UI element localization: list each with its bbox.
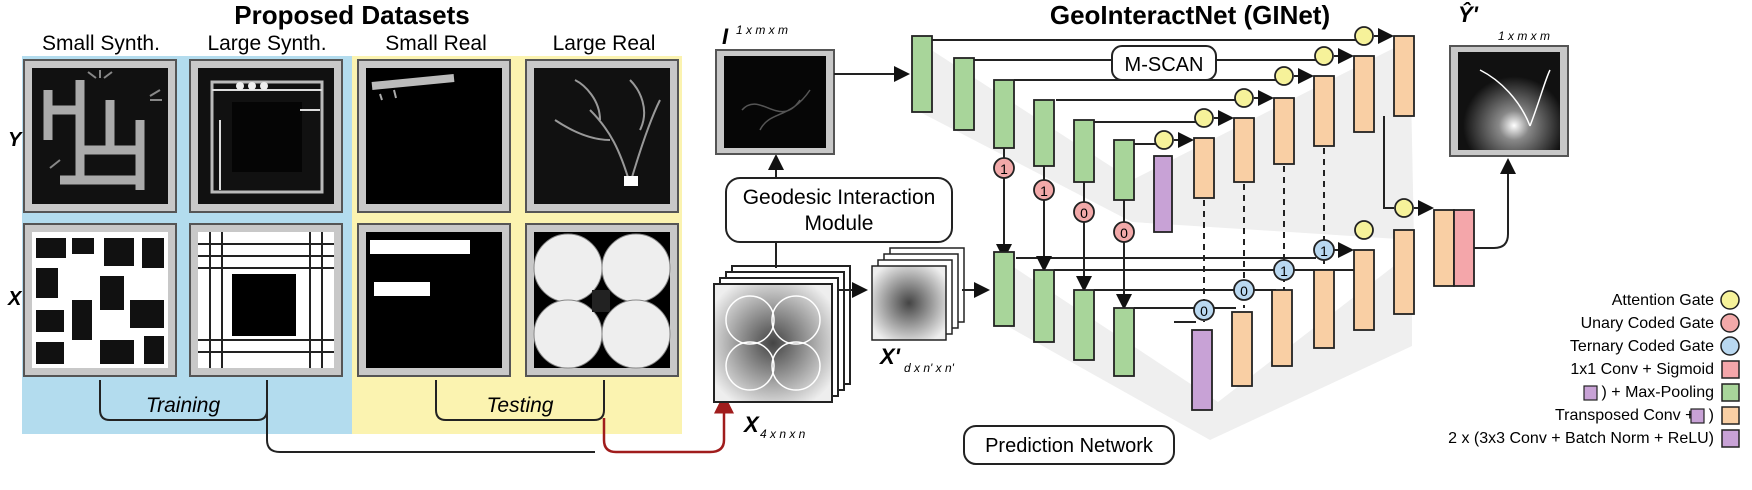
unary-coded-gate	[1073, 201, 1095, 223]
upper-decoder-blocks	[1193, 35, 1415, 199]
red-arrow	[602, 393, 734, 454]
ginet-title: GeoInteractNet (GINet)	[1050, 0, 1330, 30]
final-transposed-conv	[1433, 209, 1455, 287]
to-output-arrow	[1474, 158, 1516, 249]
mscan-box	[1111, 45, 1217, 81]
ternary-coded-gate	[1233, 279, 1255, 301]
gate-code: 0	[1080, 205, 1088, 221]
interaction-i-dims: 1 x m x m	[736, 23, 788, 37]
upper-skip-lines	[932, 39, 1356, 145]
gate-code: 1	[1320, 243, 1328, 259]
legend-label: Transposed Conv + ( )	[1555, 407, 1714, 424]
training-label: Training	[146, 394, 221, 417]
thumb-y-small-synth	[23, 59, 177, 213]
lower-network-shade	[1000, 252, 1412, 440]
ternary-coded-gate	[1193, 299, 1215, 321]
thumb-x-small-real	[357, 223, 511, 377]
to-input-line	[266, 410, 595, 453]
testing-label: Testing	[487, 394, 554, 417]
dataset-col-label: Small Real	[385, 32, 487, 55]
input-x-dims: 4 x n x n	[760, 427, 806, 441]
legend-inline-purple-swatch	[1690, 408, 1705, 424]
legend-inline-purple-swatch	[1583, 385, 1598, 401]
prediction-network-box	[963, 425, 1175, 465]
left-band-edge	[0, 56, 22, 434]
thumb-y-large-synth	[189, 59, 343, 213]
gate-code: 1	[1000, 161, 1008, 177]
lower-encoder-blocks	[993, 251, 1135, 377]
thumb-x-small-synth	[23, 223, 177, 377]
gate-code: 0	[1120, 225, 1128, 241]
legend-swatch	[1721, 360, 1740, 379]
gate-code: 0	[1200, 303, 1208, 319]
legend-swatch	[1721, 429, 1740, 448]
lower-attention-gates	[1354, 198, 1414, 240]
upper-network-shade	[916, 40, 1414, 240]
legend-swatch	[1721, 383, 1740, 402]
module-label-line2: Module	[805, 212, 874, 235]
legend-swatch	[1720, 336, 1740, 356]
geodesic-interaction-module	[725, 177, 953, 243]
dataset-col-label: Small Synth.	[42, 32, 160, 55]
output-image	[1449, 45, 1569, 157]
output-label: Ŷ'	[1458, 2, 1479, 27]
module-label-line1: Geodesic Interaction	[743, 186, 936, 209]
legend-label: Attention Gate	[1612, 292, 1714, 309]
legend-label: Ternary Coded Gate	[1570, 338, 1714, 355]
input-x-label: X	[742, 412, 760, 437]
gate-code: 0	[1240, 283, 1248, 299]
unary-coded-gate	[1033, 179, 1055, 201]
final-sigmoid-conv	[1453, 209, 1475, 287]
reduced-xprime-stack	[871, 247, 965, 341]
unary-coded-gate	[993, 157, 1015, 179]
unary-coded-gate	[1113, 221, 1135, 243]
gate-code: 1	[1040, 183, 1048, 199]
datasets-title: Proposed Datasets	[234, 0, 470, 30]
dataset-col-label: Large Real	[553, 32, 656, 55]
thumb-x-large-synth	[189, 223, 343, 377]
mscan-label: M-SCAN	[1125, 54, 1204, 76]
legend-swatch	[1720, 313, 1740, 333]
upper-bottleneck-block	[1153, 155, 1173, 233]
legend-label: 1x1 Conv + Sigmoid	[1570, 361, 1714, 378]
reduced-xprime-dims: d x n' x n'	[904, 361, 955, 375]
input-x-stack	[713, 265, 851, 403]
lower-decoder-blocks	[1231, 229, 1415, 387]
reduced-xprime-label: X'	[878, 344, 901, 369]
legend-label: ( ) + Max-Pooling	[1592, 384, 1714, 401]
thumb-y-small-real	[357, 59, 511, 213]
dataset-col-label: Large Synth.	[207, 32, 326, 55]
interaction-i-label: I	[722, 24, 729, 49]
legend-swatch	[1720, 290, 1740, 310]
output-dims: 1 x m x m	[1498, 29, 1550, 43]
lower-bottleneck-block	[1191, 329, 1213, 411]
thumb-y-large-real	[525, 59, 679, 213]
legend-label: 2 x (3x3 Conv + Batch Norm + ReLU)	[1448, 430, 1714, 447]
legend-label: Unary Coded Gate	[1581, 315, 1715, 332]
legend-swatch	[1721, 406, 1740, 425]
interaction-i-image	[715, 49, 835, 155]
merge-line-upper	[1383, 116, 1394, 209]
upper-attention-gates	[1154, 26, 1374, 150]
row-label-x: X	[7, 288, 23, 310]
testing-bracket	[435, 380, 605, 421]
legend: Attention Gate Unary Coded Gate Ternary …	[1448, 290, 1740, 448]
gate-code: 1	[1280, 263, 1288, 279]
ternary-coded-gate	[1273, 259, 1295, 281]
row-label-y: Y	[8, 129, 23, 151]
prediction-network-label: Prediction Network	[985, 435, 1154, 457]
thumb-x-large-real	[525, 223, 679, 377]
